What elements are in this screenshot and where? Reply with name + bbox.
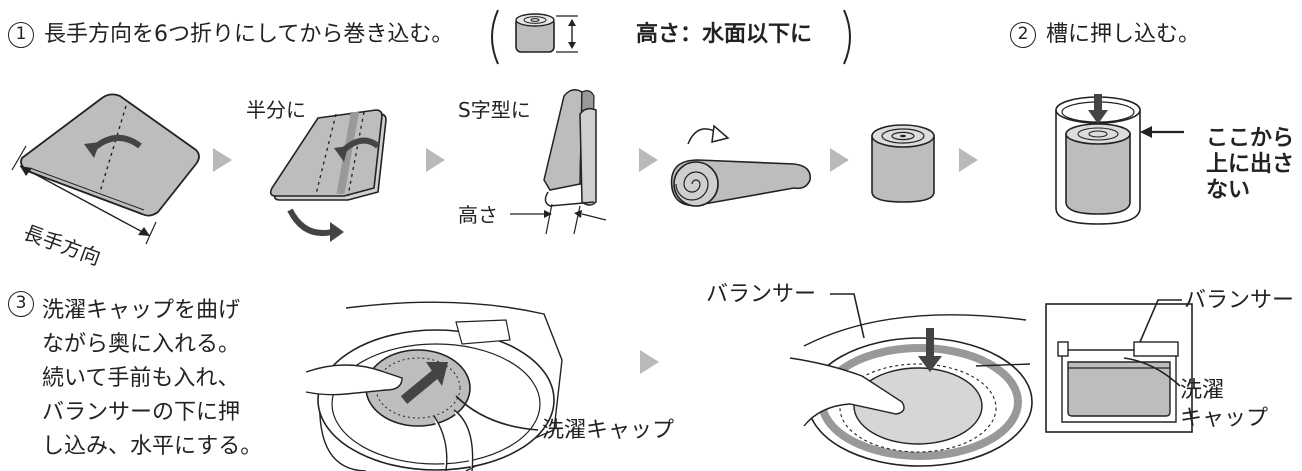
step-arrow-5	[959, 148, 978, 172]
step-arrow-3	[639, 148, 658, 172]
cap-inset-line-2: キャップ	[1180, 406, 1269, 431]
bracket-right	[843, 9, 851, 65]
callout-line-1: ここから	[1206, 126, 1295, 151]
step1-instruction: 長手方向を6つ折りにしてから巻き込む。	[44, 22, 454, 47]
label-half: 半分に	[246, 98, 306, 122]
step2-number: 2	[1010, 22, 1036, 48]
balancer-leader-right	[1139, 299, 1182, 343]
roll-in-tub-figure	[1055, 94, 1184, 225]
towel-rolling-figure	[670, 124, 811, 207]
step-arrow-6	[640, 350, 659, 374]
inset-detail-figure	[1045, 303, 1193, 433]
step3-line-5: し込み、水平にする。	[42, 434, 263, 459]
step2-instruction: 槽に押し込む。	[1046, 22, 1201, 47]
step-arrow-1	[213, 148, 232, 172]
towel-half-figure	[269, 109, 387, 242]
step3-line-1: 洗濯キャップを曲げ	[42, 298, 241, 323]
cap-inset-line-1: 洗濯	[1180, 378, 1225, 403]
roll-height-icon	[491, 9, 578, 65]
label-s-shape: S字型に	[458, 98, 531, 122]
height-arrows	[510, 210, 607, 221]
label-cap: 洗濯キャップ	[542, 418, 675, 443]
cap-leader-inset	[1123, 357, 1181, 387]
label-balancer-left: バランサー	[706, 282, 817, 307]
callout-line-3: ない	[1206, 178, 1251, 203]
cap-insert-figure	[305, 301, 563, 471]
towel-s-figure	[543, 89, 597, 235]
step3-line-4: バランサーの下に押	[42, 400, 241, 425]
label-height: 高さ	[458, 203, 498, 227]
height-note: 高さ：水面以下に	[636, 22, 813, 47]
step-arrow-4	[830, 148, 849, 172]
step3-line-3: 続いて手前も入れ、	[42, 366, 240, 391]
label-balancer-right: バランサー	[1184, 288, 1295, 313]
step3-number: 3	[8, 291, 34, 317]
step1-number: 1	[8, 22, 34, 48]
towel-roll-figure	[871, 124, 935, 203]
callout-line-2: 上に出さ	[1206, 152, 1295, 177]
cap-placed-figure	[789, 314, 1033, 467]
step3-line-2: ながら奥に入れる。	[42, 332, 241, 357]
balancer-leader-left	[830, 293, 865, 339]
step-arrow-2	[426, 148, 445, 172]
towel-flat-figure	[11, 93, 200, 245]
